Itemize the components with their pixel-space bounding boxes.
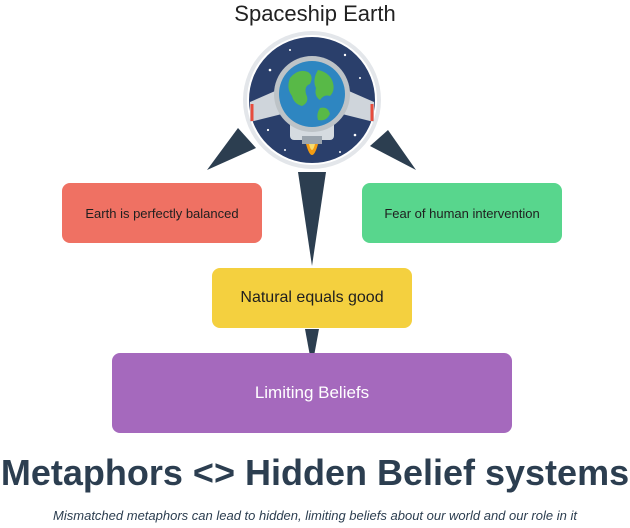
arrow-center — [298, 172, 326, 266]
box-earth-balanced-label: Earth is perfectly balanced — [85, 205, 239, 221]
diagram-title: Spaceship Earth — [234, 1, 396, 26]
box-fear-intervention-label: Fear of human intervention — [384, 205, 540, 221]
spaceship-earth-icon — [243, 31, 381, 169]
main-heading: Metaphors <> Hidden Belief systems — [0, 452, 630, 493]
box-earth-balanced: Earth is perfectly balanced — [62, 183, 262, 243]
arrow-right — [370, 130, 416, 170]
box-natural-good: Natural equals good — [212, 268, 412, 328]
arrow-left — [207, 128, 256, 170]
caption-text: Mismatched metaphors can lead to hidden,… — [53, 508, 577, 523]
arrow-natural-to-limiting — [305, 329, 319, 367]
box-fear-intervention: Fear of human intervention — [362, 183, 562, 243]
box-natural-good-label: Natural equals good — [240, 289, 384, 306]
box-limiting-beliefs-label: Limiting Beliefs — [254, 383, 370, 402]
box-limiting-beliefs: Limiting Beliefs — [112, 353, 512, 433]
